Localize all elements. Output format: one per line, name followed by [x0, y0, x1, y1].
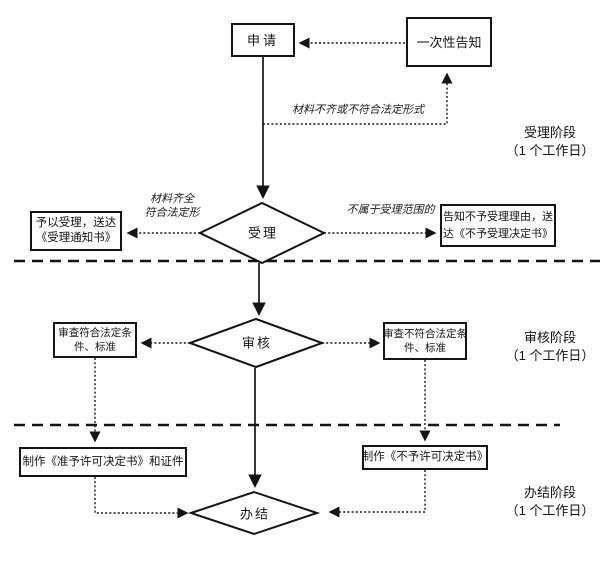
edge-label-materials-complete: 材料齐全 符合法定形 [128, 192, 216, 220]
review-fail-line2: 件、标准 [404, 342, 446, 354]
apply-label: 申请 [246, 32, 279, 48]
edge-label-materials-complete-line2: 符合法定形 [144, 207, 200, 219]
stage-accept-name: 受理阶段 [523, 125, 576, 140]
connector-grantdoc-to-complete [94, 477, 189, 519]
review-pass-line1: 审查符合法定条 [58, 327, 132, 339]
make-grant-doc-label: 制作《准予许可决定书》和证件 [22, 455, 184, 468]
complete-diamond-shape [187, 490, 321, 536]
review-fail-box: 审查不符合法定条 件、标准 [383, 322, 467, 360]
apply-box: 申请 [231, 23, 295, 57]
stage-finish-duration: （1 个工作日） [505, 503, 595, 518]
one-time-notice-label: 一次性告知 [416, 34, 482, 50]
grant-accept-box: 予以受理，送达 《受理通知书》 [30, 211, 122, 251]
review-fail-line1: 审查不符合法定条 [383, 328, 467, 340]
review-pass-line2: 件、标准 [74, 341, 116, 353]
complete-diamond-label: 办结 [239, 506, 271, 522]
refuse-accept-line2: 达《不予受理决定书》 [443, 227, 553, 240]
review-diamond-shape [187, 317, 325, 369]
grant-accept-line2: 《受理通知书》 [35, 232, 117, 244]
make-refuse-doc-box: 制作《不予许可决定书》 [362, 445, 488, 470]
edge-label-materials-complete-line1: 材料齐全 [150, 193, 194, 205]
review-pass-box: 审查符合法定条 件、标准 [53, 322, 137, 358]
stage-label-review: 审核阶段 （1 个工作日） [492, 329, 605, 365]
make-grant-doc-box: 制作《准予许可决定书》和证件 [19, 447, 187, 477]
refuse-accept-box: 告知不予受理理由，送 达《不予受理决定书》 [440, 204, 556, 247]
stage-accept-duration: （1 个工作日） [505, 143, 595, 158]
make-refuse-doc-label: 制作《不予许可决定书》 [361, 451, 489, 463]
review-diamond-label: 审核 [241, 335, 273, 351]
stage-review-duration: （1 个工作日） [505, 348, 595, 363]
accept-diamond-label: 受理 [247, 225, 279, 241]
stage-finish-name: 办结阶段 [523, 485, 576, 500]
edge-label-materials-incomplete: 材料不齐或不符合法定形式 [292, 104, 424, 116]
one-time-notice-box: 一次性告知 [406, 17, 492, 67]
accept-diamond-shape [197, 201, 327, 265]
stage-review-name: 审核阶段 [523, 330, 576, 345]
stage-label-finish: 办结阶段 （1 个工作日） [492, 484, 605, 520]
connector-refusedoc-to-complete [328, 470, 426, 518]
grant-accept-line1: 予以受理，送达 [35, 217, 117, 229]
stage-label-accept: 受理阶段 （1 个工作日） [492, 124, 605, 160]
edge-label-out-of-scope: 不属于受理范围的 [346, 204, 435, 216]
refuse-accept-line1: 告知不予受理理由，送 [443, 210, 553, 223]
